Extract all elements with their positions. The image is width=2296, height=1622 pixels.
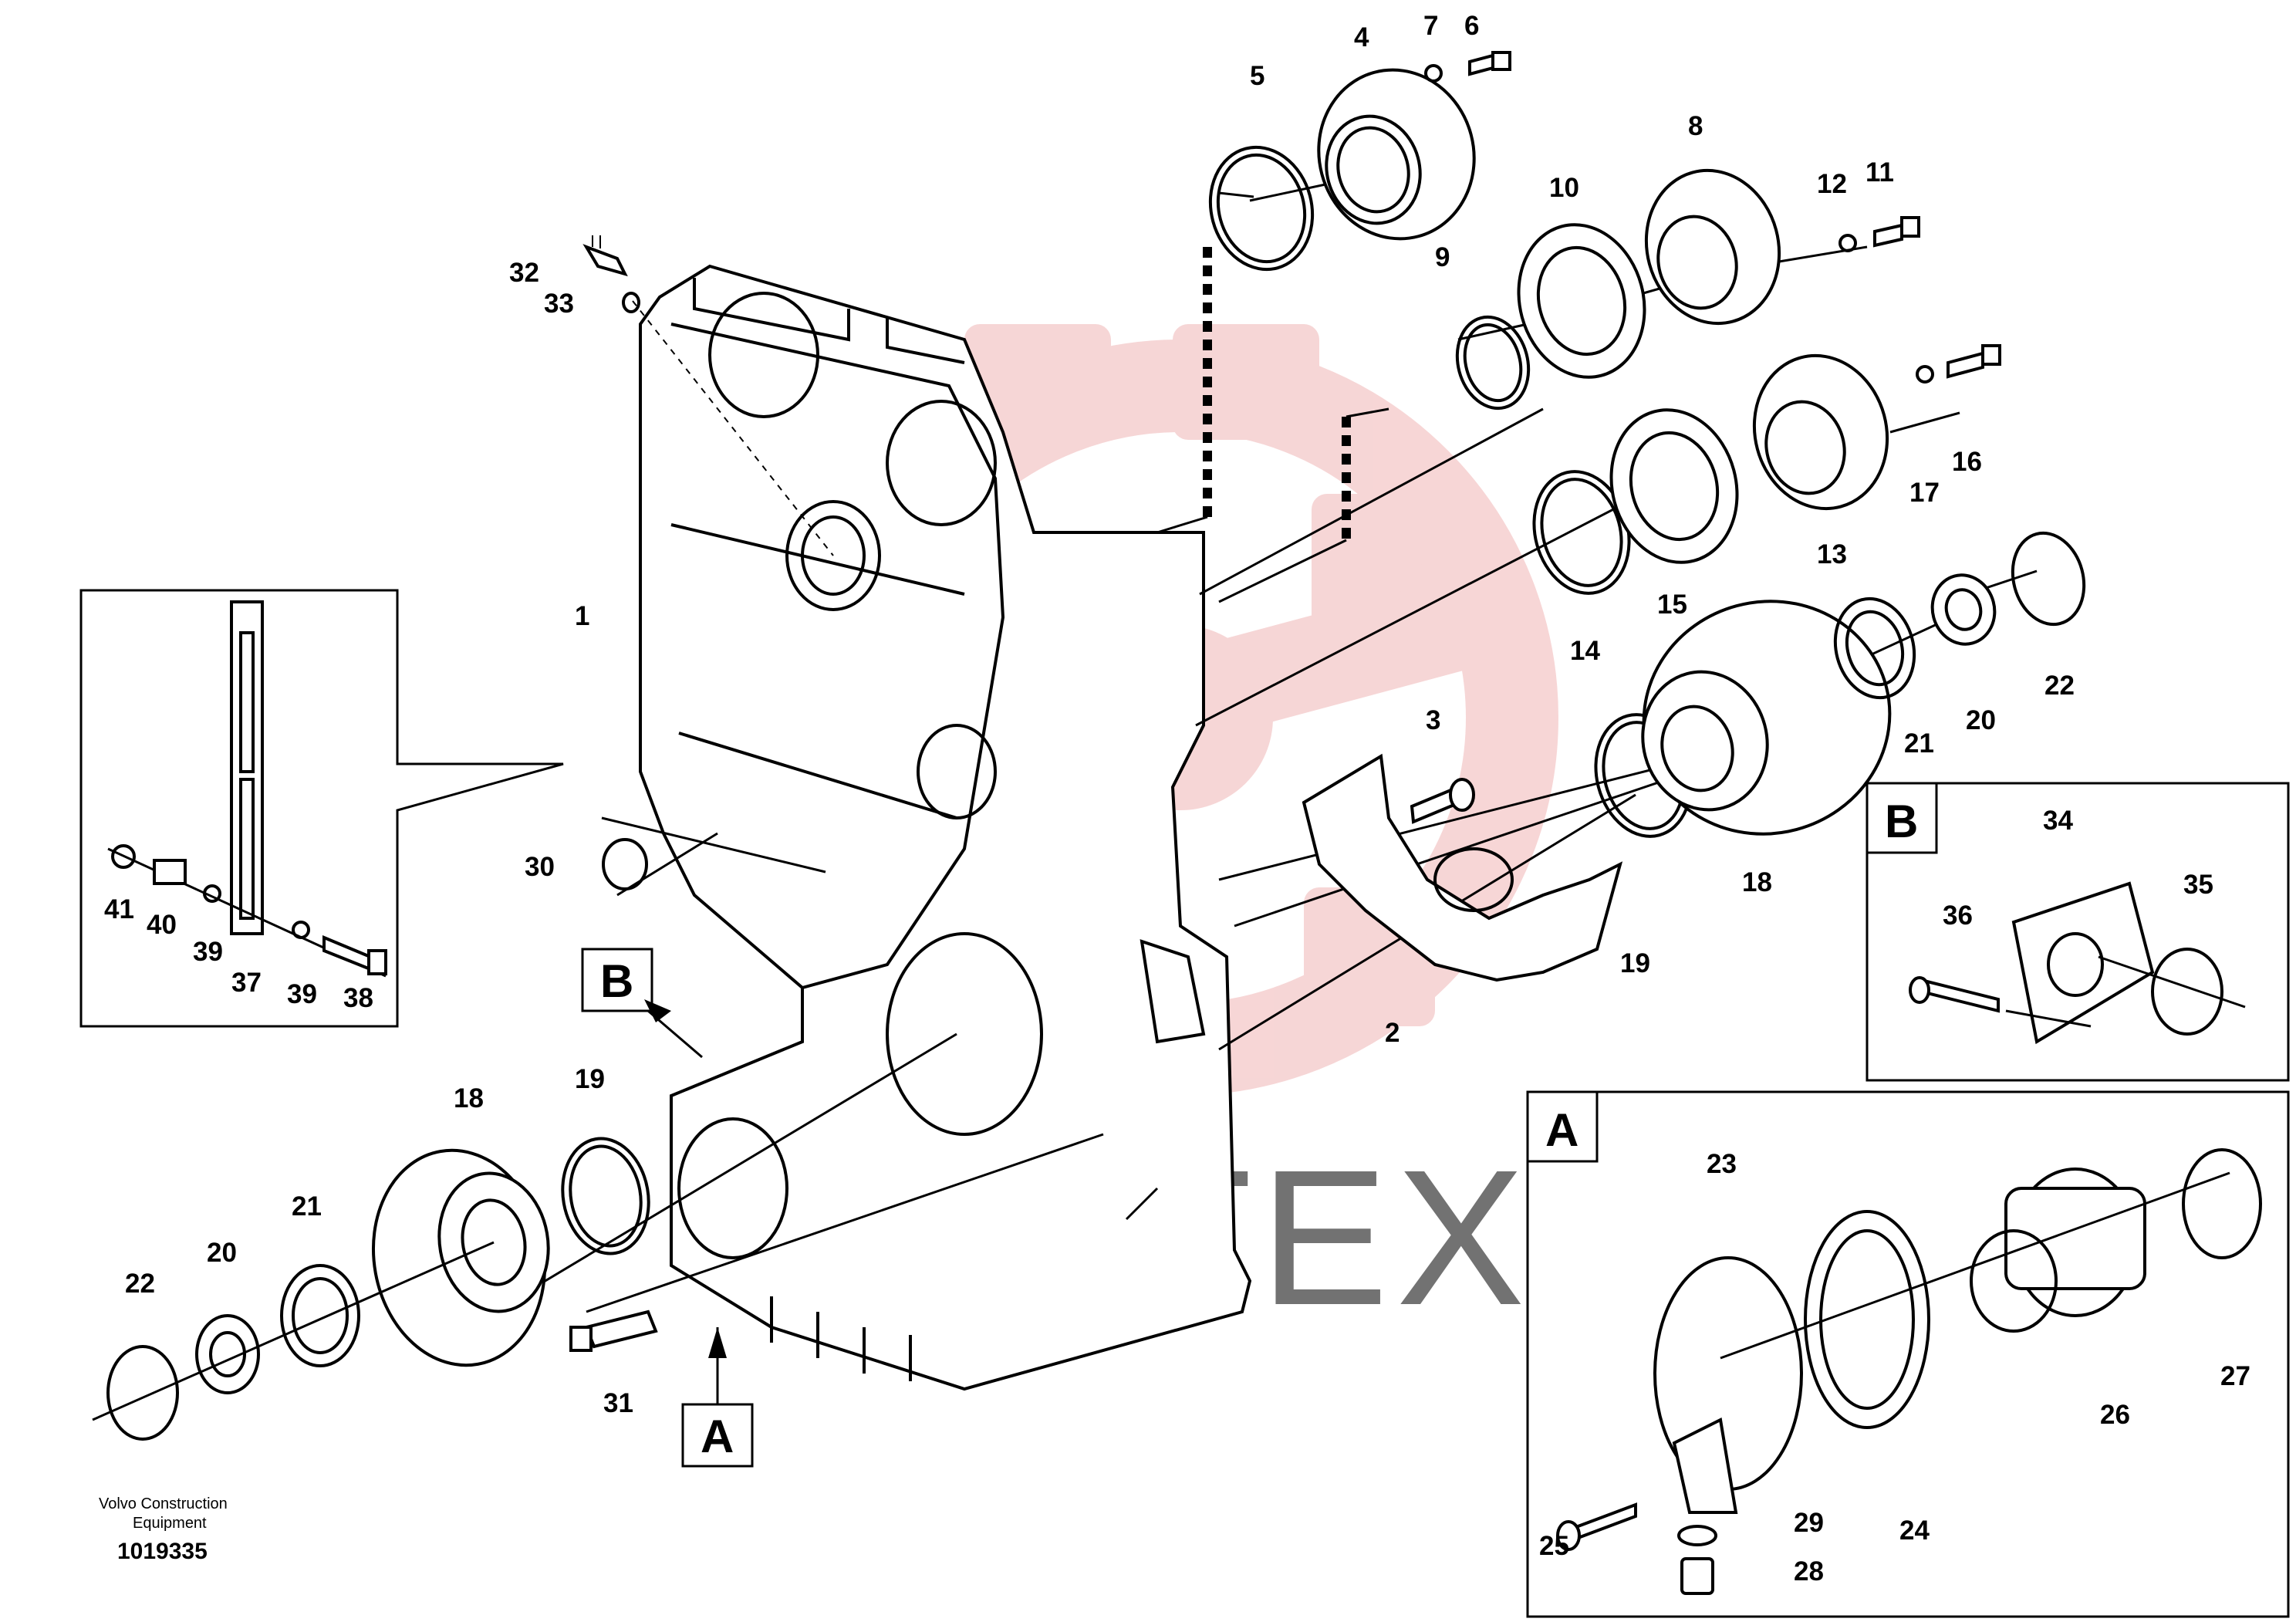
callout-27: 27 bbox=[2220, 1361, 2250, 1391]
part-2-shield bbox=[1302, 753, 1623, 982]
callout-25: 25 bbox=[1539, 1531, 1569, 1561]
part-18-flange-right bbox=[1641, 600, 1892, 836]
part-21-lockplate-left bbox=[280, 1264, 360, 1367]
part-32-sensor bbox=[582, 235, 628, 277]
section-a-label: A bbox=[701, 1411, 734, 1462]
part-19-oring-left bbox=[561, 1137, 650, 1255]
part-21-lockplate-right bbox=[1833, 596, 1916, 700]
callout-17: 17 bbox=[1909, 478, 1940, 508]
callout-2: 2 bbox=[1385, 1018, 1400, 1048]
callout-12: 12 bbox=[1817, 169, 1847, 199]
callout-39a: 39 bbox=[193, 937, 223, 967]
callout-13: 13 bbox=[1817, 539, 1847, 569]
callout-20-left: 20 bbox=[207, 1238, 237, 1268]
part-17-washer bbox=[1916, 365, 1934, 384]
callout-1: 1 bbox=[575, 601, 589, 631]
callout-18-left: 18 bbox=[454, 1083, 484, 1113]
callout-16: 16 bbox=[1952, 447, 1982, 477]
part-31-sensor bbox=[569, 1309, 658, 1352]
callout-18-right: 18 bbox=[1742, 867, 1772, 897]
part-15-gasket bbox=[1609, 408, 1739, 564]
part-12-washer bbox=[1838, 234, 1857, 252]
part-3-bolt bbox=[1410, 778, 1475, 824]
part-4-cover bbox=[1317, 68, 1476, 241]
callout-11: 11 bbox=[1866, 157, 1894, 188]
callout-22-left: 22 bbox=[125, 1269, 155, 1299]
part-8-cover bbox=[1644, 168, 1781, 326]
callout-4: 4 bbox=[1354, 22, 1369, 52]
callout-37: 37 bbox=[231, 968, 262, 998]
company-name-line1: Volvo Construction bbox=[99, 1495, 228, 1512]
callout-21-left: 21 bbox=[292, 1191, 322, 1222]
callout-36: 36 bbox=[1943, 901, 1973, 931]
part-16-bolt bbox=[1947, 344, 2001, 379]
callout-9: 9 bbox=[1435, 242, 1450, 272]
callout-35: 35 bbox=[2183, 870, 2213, 900]
callout-19-left: 19 bbox=[575, 1064, 605, 1094]
callout-21-right: 21 bbox=[1904, 728, 1934, 759]
part-11-bolt bbox=[1873, 216, 1920, 248]
callout-6: 6 bbox=[1464, 11, 1479, 41]
part-22-circlip-left bbox=[106, 1345, 179, 1441]
callout-15: 15 bbox=[1657, 590, 1687, 620]
detail-b-label: B bbox=[1885, 796, 1918, 847]
callout-34: 34 bbox=[2043, 806, 2073, 836]
callout-5: 5 bbox=[1250, 61, 1264, 91]
part-20-nut-right bbox=[1930, 573, 1997, 646]
callout-32: 32 bbox=[509, 258, 539, 288]
part-13-cover bbox=[1752, 353, 1889, 511]
part-33-seal bbox=[622, 292, 640, 313]
callout-26: 26 bbox=[2100, 1400, 2130, 1430]
callout-29: 29 bbox=[1794, 1508, 1824, 1538]
callout-41: 41 bbox=[104, 894, 134, 924]
part-7-washer bbox=[1424, 64, 1443, 83]
callout-31: 31 bbox=[603, 1388, 633, 1418]
part-22-circlip-right bbox=[2011, 531, 2086, 627]
callout-labels: 1 2 3 4 5 6 7 8 9 10 11 12 13 14 15 16 1… bbox=[104, 11, 2250, 1587]
part-9-oring bbox=[1455, 315, 1531, 411]
part-6-bolt bbox=[1468, 51, 1511, 76]
drawing-number: 1019335 bbox=[117, 1539, 208, 1564]
callout-33: 33 bbox=[544, 289, 574, 319]
detail-a-label: A bbox=[1545, 1104, 1578, 1156]
section-marker-a bbox=[681, 1327, 754, 1468]
callout-19-right: 19 bbox=[1620, 948, 1650, 978]
housing-part-1 bbox=[639, 264, 1252, 1391]
callout-30: 30 bbox=[525, 852, 555, 882]
callout-38: 38 bbox=[343, 983, 373, 1013]
callout-10: 10 bbox=[1549, 173, 1579, 203]
detail-a-box bbox=[1526, 1090, 2290, 1618]
callout-22-right: 22 bbox=[2044, 671, 2075, 701]
callout-28: 28 bbox=[1794, 1556, 1824, 1587]
callout-20-right: 20 bbox=[1966, 705, 1996, 735]
callout-8: 8 bbox=[1688, 111, 1703, 141]
callout-39b: 39 bbox=[287, 979, 317, 1009]
detail-b-box bbox=[1866, 782, 2290, 1082]
callout-14: 14 bbox=[1570, 636, 1600, 666]
section-marker-b bbox=[581, 948, 703, 1059]
section-b-label: B bbox=[600, 955, 633, 1007]
callout-24: 24 bbox=[1899, 1516, 1930, 1546]
dipstick-inset bbox=[79, 589, 564, 1028]
callout-7: 7 bbox=[1423, 11, 1438, 41]
company-name-line2: Equipment bbox=[133, 1515, 207, 1532]
callout-23: 23 bbox=[1707, 1149, 1737, 1179]
part-10-gasket bbox=[1517, 223, 1646, 379]
part-5-oring bbox=[1208, 145, 1315, 272]
part-30-oring bbox=[602, 838, 648, 890]
callout-3: 3 bbox=[1426, 705, 1440, 735]
part-20-nut-left bbox=[195, 1314, 260, 1394]
callout-40: 40 bbox=[147, 910, 177, 940]
